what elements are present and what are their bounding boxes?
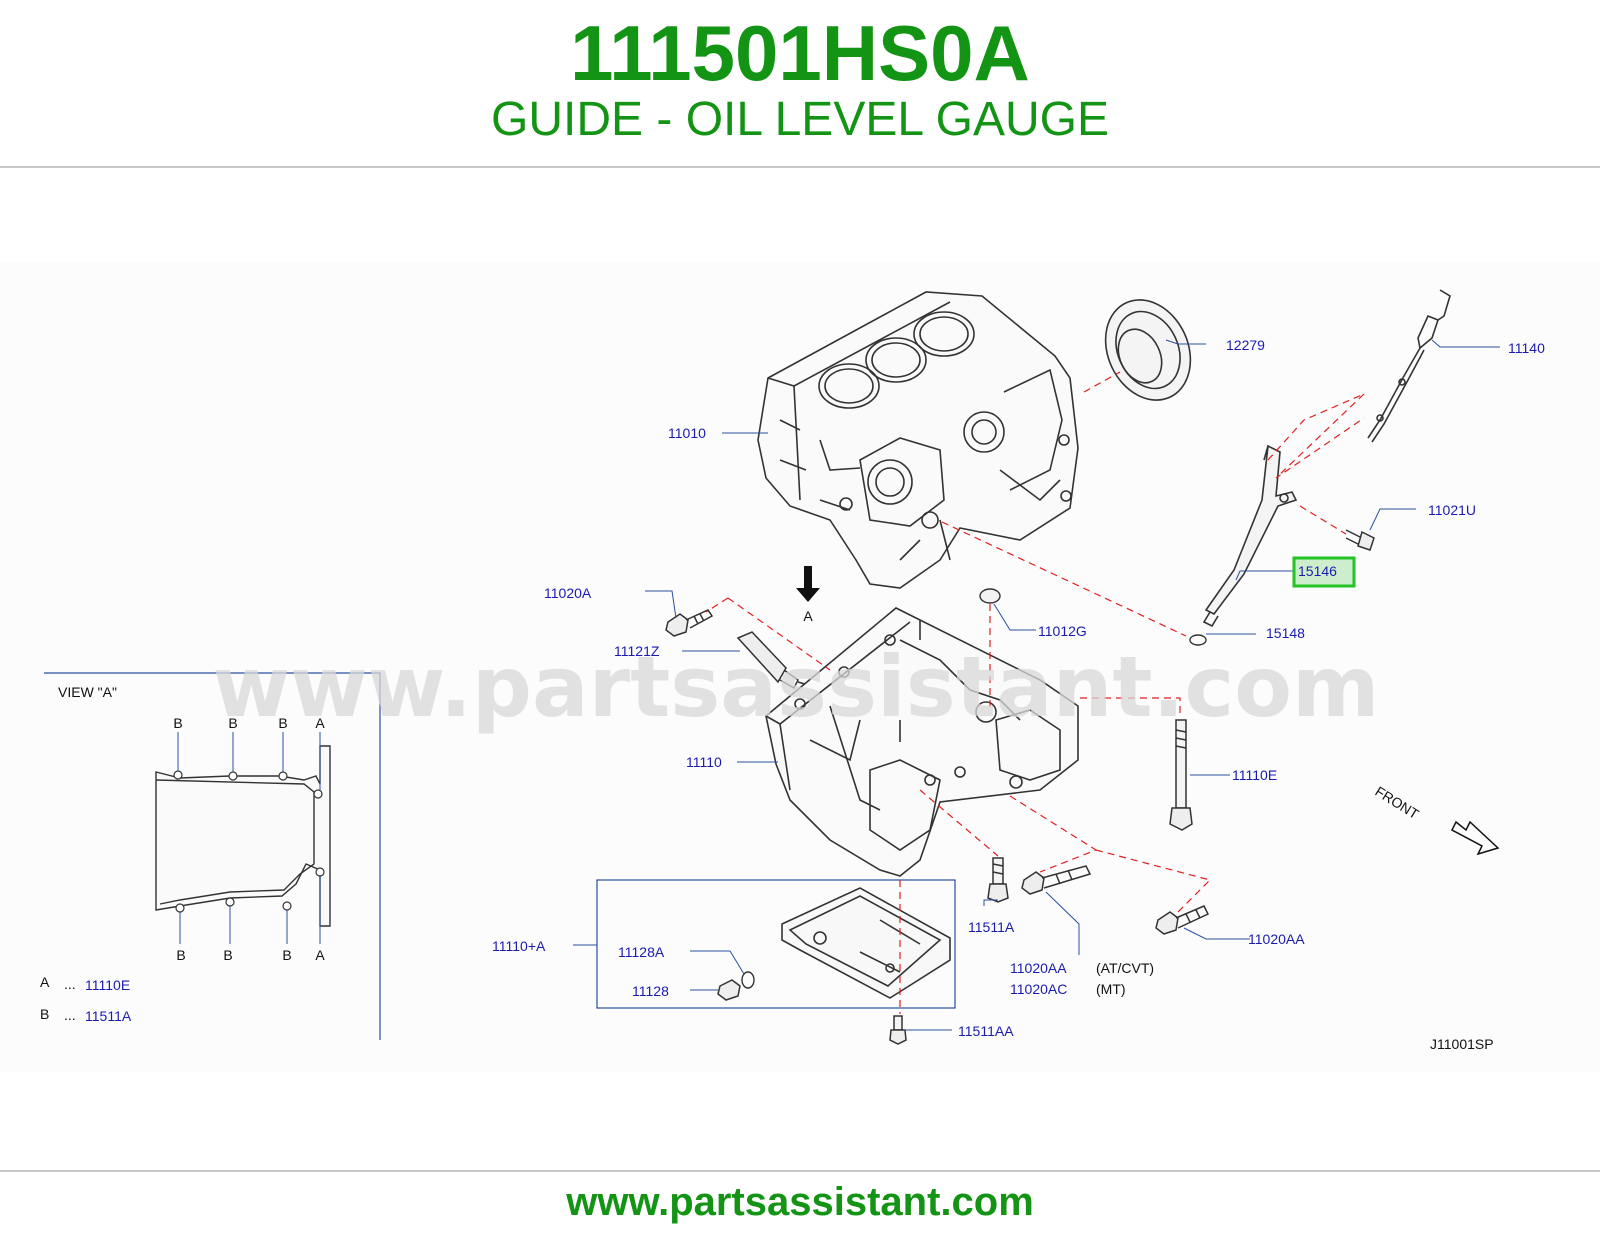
oil-level-gauge-drawing [1367,289,1451,443]
diagram-code: J11001SP [1430,1036,1494,1052]
callout-11140[interactable]: 11140 [1508,340,1545,356]
bolt-11511a-drawing [987,857,1009,903]
bolt-11020a-drawing [665,609,714,637]
watermark: www.partsassistant.com [213,638,1380,736]
oil-pan-assembly-box [596,879,956,1009]
legend-dots-a: ... [64,976,76,992]
view-a-bottom-marker-2: B [223,947,232,963]
callout-11110[interactable]: 11110 [686,754,722,770]
page-header: 111501HS0A GUIDE - OIL LEVEL GAUGE [0,0,1600,168]
part-number-title: 111501HS0A [570,9,1030,97]
callout-11020ac[interactable]: 11020AC [1010,981,1067,997]
view-a-arrow [796,566,820,602]
callout-11020a[interactable]: 11020A [544,585,592,601]
view-a-bolt-holes [173,770,325,913]
o-ring-drawing [1189,634,1207,646]
washer-drawing [741,971,755,989]
footer-divider [0,1170,1600,1172]
oil-seal-drawing [1104,299,1192,401]
callout-11511a[interactable]: 11511A [968,919,1015,935]
view-a-bottom-marker-1: B [176,947,185,963]
header-divider [0,166,1600,168]
view-a-top-marker-2: B [228,715,237,731]
note-at-cvt: (AT/CVT) [1096,960,1154,976]
legend-part-b[interactable]: 11511A [85,1008,132,1024]
view-a-top-marker-3: B [278,715,287,731]
bolt-11511aa-drawing [889,1015,907,1045]
legend-dots-b: ... [64,1007,76,1023]
view-a-frame [44,672,381,1040]
callout-15146[interactable]: 15146 [1298,563,1337,579]
oil-pan-upper-drawing [765,607,1079,877]
front-arrow-icon [1451,820,1500,856]
callout-12279[interactable]: 12279 [1226,337,1265,353]
view-a-arrow-label: A [803,608,813,624]
guide-oil-level-gauge-drawing [1202,444,1298,628]
part-name-subtitle: GUIDE - OIL LEVEL GAUGE [491,93,1109,146]
callout-11121z[interactable]: 11121Z [614,643,660,659]
front-direction-label: FRONT [1372,783,1422,822]
callout-11020aa-right[interactable]: 11020AA [1248,931,1305,947]
callout-11110-plus-a[interactable]: 11110+A [492,938,546,954]
bolt-11020aa-right-drawing [1155,905,1210,935]
view-a-inset: VIEW "A" B B B A B B B A A ... 11110E [40,672,381,1040]
bolt-11020aa-middle-drawing [1021,865,1092,895]
callout-11012g[interactable]: 11012G [1038,623,1087,639]
long-bolt-11110e-drawing [1169,719,1193,831]
view-a-top-marker-1: B [173,715,182,731]
highlighted-part-box [1292,556,1356,588]
assembly-guide-lines [705,371,1365,1014]
legend-key-a: A [40,974,50,990]
oil-pan-lower-drawing [781,887,951,999]
callout-11128[interactable]: 11128 [632,983,669,999]
cylinder-block-drawing [757,291,1079,589]
view-a-bottom-marker-4: A [315,947,325,963]
view-a-bottom-marker-3: B [282,947,291,963]
callout-11511aa[interactable]: 11511AA [958,1023,1014,1039]
callout-11110e[interactable]: 11110E [1232,767,1277,783]
note-mt: (MT) [1096,981,1126,997]
drain-plug-drawing [717,979,741,1001]
footer-website-link[interactable]: www.partsassistant.com [566,1180,1034,1224]
callout-15148[interactable]: 15148 [1266,625,1305,641]
callout-leaders [573,339,1500,1031]
legend-key-b: B [40,1006,49,1022]
callout-11128a[interactable]: 11128A [618,944,665,960]
view-a-marker-leaders [177,732,321,944]
legend-part-a[interactable]: 11110E [85,977,130,993]
callout-11010[interactable]: 11010 [668,425,706,441]
callout-11020aa-middle[interactable]: 11020AA [1010,960,1067,976]
cap-11012g-drawing [979,588,1001,604]
bolt-11021u-drawing [1345,529,1375,551]
view-a-title: VIEW "A" [58,684,117,700]
callout-11021u[interactable]: 11021U [1428,502,1476,518]
view-a-top-marker-4: A [315,715,325,731]
